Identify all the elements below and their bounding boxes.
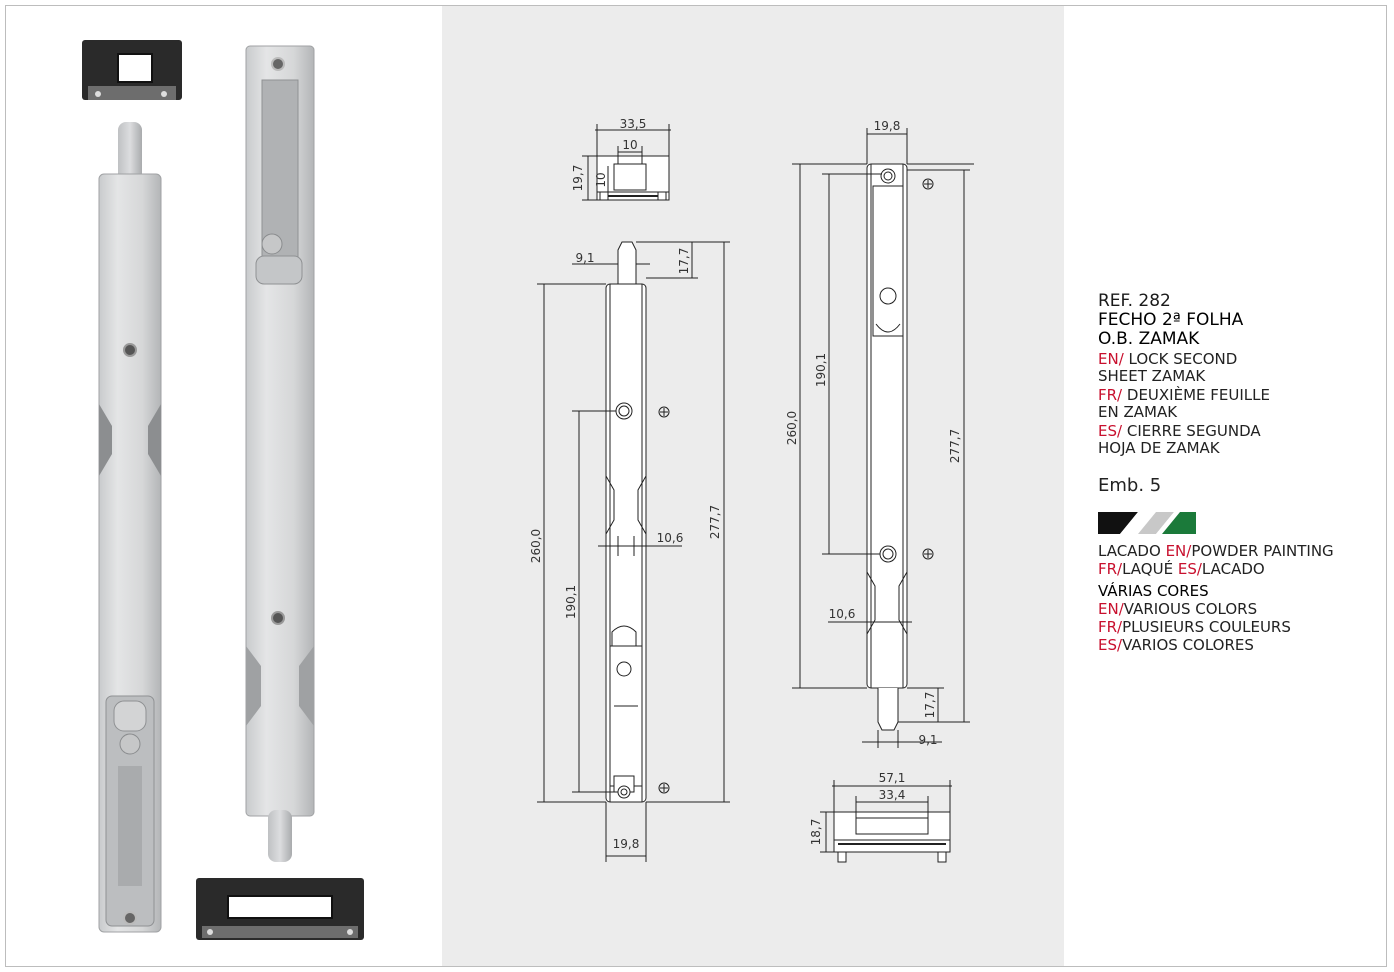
bolt-front-photo [98,122,162,933]
product-info: REF. 282 FECHO 2ª FOLHA O.B. ZAMAK EN/ L… [1098,292,1378,654]
dim-overall-len-side: 277,7 [948,429,962,463]
finish-lacado: LACADO EN/POWDER PAINTING FR/LAQUÉ ES/LA… [1098,542,1378,578]
dim-body-len-side: 260,0 [785,411,799,445]
title-fr-2: EN ZAMAK [1098,403,1178,421]
lang-code-es: ES/ [1098,422,1123,440]
title-en-1: LOCK SECOND [1128,350,1238,368]
dim-pin-width-side: 9,1 [918,733,937,747]
keeper-top-view [582,124,671,201]
keeper-bottom-view [820,780,952,863]
dim-top-inner-h: 10 [594,172,608,187]
dim-top-width: 33,5 [620,117,647,131]
lacado-en: POWDER PAINTING [1191,542,1334,560]
dim-overall-len-front: 277,7 [708,505,722,539]
product-title-1: FECHO 2ª FOLHA [1098,310,1244,330]
lang-code-en: EN/ [1098,600,1124,618]
varias-en: VARIOUS COLORS [1123,600,1258,618]
varias-heading: VÁRIAS CORES [1098,582,1209,600]
bolt-side-photo [245,45,315,862]
dim-bottom-inner: 33,4 [879,788,906,802]
dim-bottom-width: 57,1 [879,771,906,785]
bolt-side-view [792,128,974,748]
title-es-2: HOJA DE ZAMAK [1098,439,1220,457]
product-photo [82,40,364,940]
dim-pin-len-side: 17,7 [923,692,937,719]
dim-body-width-side: 19,8 [874,119,901,133]
dim-notch-side: 10,6 [829,607,856,621]
dim-top-inner: 10 [622,138,637,152]
lang-code-es: ES/ [1177,560,1202,578]
dim-top-height: 19,7 [571,165,585,192]
dim-hole-spacing-front: 190,1 [564,585,578,619]
dim-pin-len-front: 17,7 [677,248,691,275]
lacado-label: LACADO [1098,542,1161,560]
ref-line: REF. 282 [1098,292,1378,311]
dim-bottom-height: 18,7 [809,819,823,846]
product-title-2: O.B. ZAMAK [1098,329,1200,349]
title-fr-1: DEUXIÈME FEUILLE [1126,386,1270,404]
ref-label: REF. [1098,291,1134,311]
dim-notch-front: 10,6 [657,531,684,545]
lang-code-fr: FR/ [1098,560,1123,578]
page-frame [5,5,1387,967]
lang-code-fr: FR/ [1098,386,1123,404]
bolt-front-view [537,241,730,862]
varias-es: VARIOS COLORES [1122,636,1254,654]
screw-symbol [922,548,934,560]
screw-symbol [658,782,670,794]
emb-value: 5 [1149,475,1162,496]
dim-hole-spacing-side: 190,1 [814,353,828,387]
packaging: Emb. 5 [1098,475,1378,496]
title-en-2: SHEET ZAMAK [1098,367,1206,385]
dim-body-len-front: 260,0 [529,529,543,563]
dim-pin-width-front: 9,1 [575,251,594,265]
dim-body-width-front: 19,8 [613,837,640,851]
varias-fr: PLUSIEURS COULEURS [1122,618,1291,636]
lang-code-en: EN/ [1098,350,1124,368]
screw-symbol [658,406,670,418]
title-es-1: CIERRE SEGUNDA [1126,422,1261,440]
screw-symbol [922,178,934,190]
emb-label: Emb. [1098,475,1145,496]
lang-code-en: EN/ [1165,542,1192,560]
color-swatch [1098,512,1196,534]
bottom-keeper-photo [196,878,364,940]
top-keeper-photo [82,40,182,100]
lacado-fr: LAQUÉ [1122,560,1174,578]
lang-code-fr: FR/ [1098,618,1123,636]
lang-code-es: ES/ [1098,636,1123,654]
lacado-es: LACADO [1201,560,1265,578]
finish-varias: VÁRIAS CORES EN/VARIOUS COLORS FR/PLUSIE… [1098,582,1378,654]
technical-drawing: 33,5 10 19,7 10 9,1 17,7 260,0 277,7 190… [442,6,1064,966]
ref-number: 282 [1138,291,1171,311]
